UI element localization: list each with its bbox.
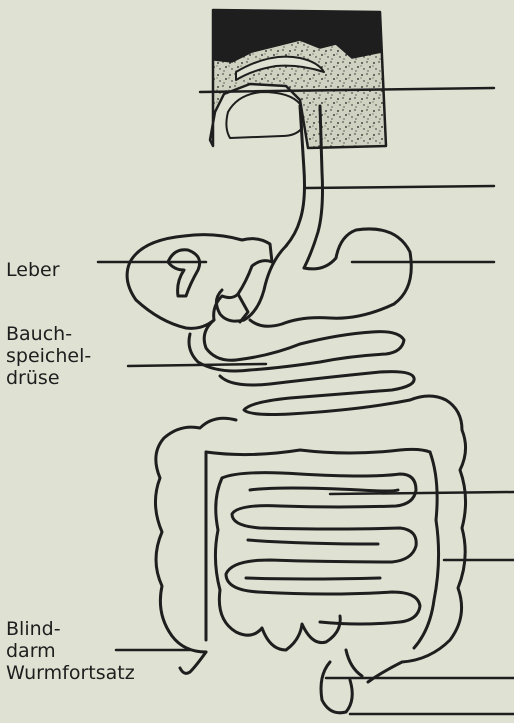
label-line: Wurmfortsatz xyxy=(6,662,135,684)
small-intestine xyxy=(215,473,420,650)
tongue xyxy=(226,92,302,138)
label-line: speichel- xyxy=(6,345,91,367)
head-section xyxy=(210,10,386,148)
label-line: Blind- xyxy=(6,618,135,640)
gallbladder xyxy=(168,250,200,296)
label-bauchspeicheldruese: Bauch- speichel- drüse xyxy=(6,323,91,389)
duodenum-coil xyxy=(220,372,414,415)
pointer-line-small-intestine xyxy=(330,492,514,494)
label-leber: Leber xyxy=(6,259,60,281)
label-leber-text: Leber xyxy=(6,259,60,281)
label-blinddarm: Blind- darm Wurmfortsatz xyxy=(6,618,135,684)
label-line: darm xyxy=(6,640,135,662)
pointer-line-bauchspeicheldruese xyxy=(128,364,266,366)
label-line: drüse xyxy=(6,367,91,389)
pancreas xyxy=(189,320,404,371)
appendix xyxy=(180,650,362,713)
label-line: Bauch- xyxy=(6,323,91,345)
pointer-line-esophagus xyxy=(306,186,494,188)
